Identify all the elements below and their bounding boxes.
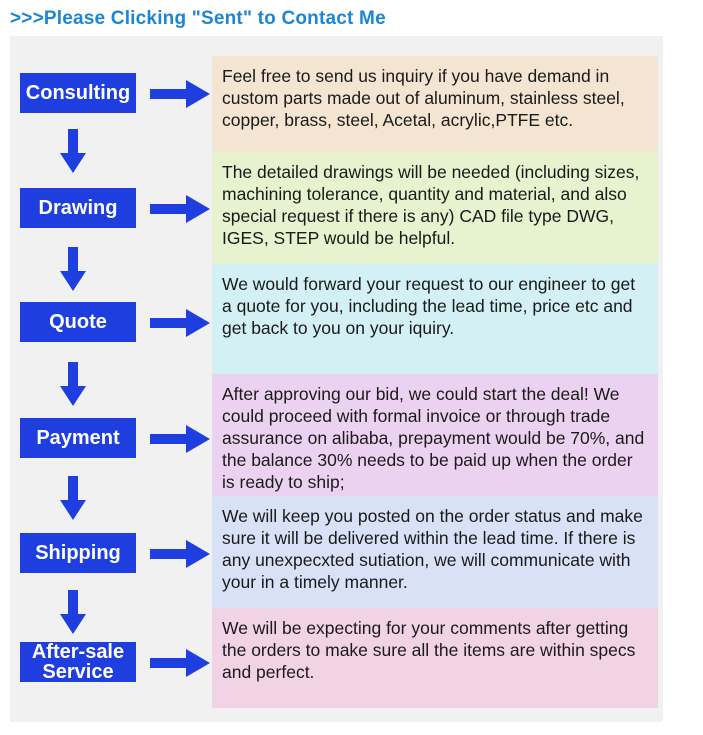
step-label: Shipping xyxy=(35,542,121,564)
arrow-down-icon xyxy=(60,247,86,291)
arrow-down-icon xyxy=(60,129,86,173)
step-description-quote: We would forward your request to our eng… xyxy=(212,264,658,374)
step-label: Consulting xyxy=(25,82,131,104)
step-box-quote: Quote xyxy=(20,302,136,342)
step-box-consulting: Consulting xyxy=(20,73,136,113)
step-box-payment: Payment xyxy=(20,418,136,458)
contact-header[interactable]: >>>Please Clicking "Sent" to Contact Me xyxy=(10,8,386,29)
step-description-after-sale-service: We will be expecting for your comments a… xyxy=(212,608,658,708)
arrow-down-icon xyxy=(60,362,86,406)
step-description-payment: After approving our bid, we could start … xyxy=(212,374,658,496)
arrow-right-icon xyxy=(150,425,210,453)
arrow-right-icon xyxy=(150,649,210,677)
step-box-after-sale-service: After-sale Service xyxy=(20,642,136,682)
step-box-drawing: Drawing xyxy=(20,188,136,228)
arrow-right-icon xyxy=(150,195,210,223)
step-description-drawing: The detailed drawings will be needed (in… xyxy=(212,152,658,264)
step-label: Quote xyxy=(49,311,107,333)
arrow-down-icon xyxy=(60,590,86,634)
arrow-right-icon xyxy=(150,309,210,337)
step-description-consulting: Feel free to send us inquiry if you have… xyxy=(212,56,658,152)
step-description-shipping: We will keep you posted on the order sta… xyxy=(212,496,658,608)
step-box-shipping: Shipping xyxy=(20,533,136,573)
step-label: After-sale Service xyxy=(31,641,125,683)
arrow-down-icon xyxy=(60,476,86,520)
step-label: Payment xyxy=(36,427,120,449)
step-label: Drawing xyxy=(38,197,118,219)
arrow-right-icon xyxy=(150,80,210,108)
arrow-right-icon xyxy=(150,540,210,568)
